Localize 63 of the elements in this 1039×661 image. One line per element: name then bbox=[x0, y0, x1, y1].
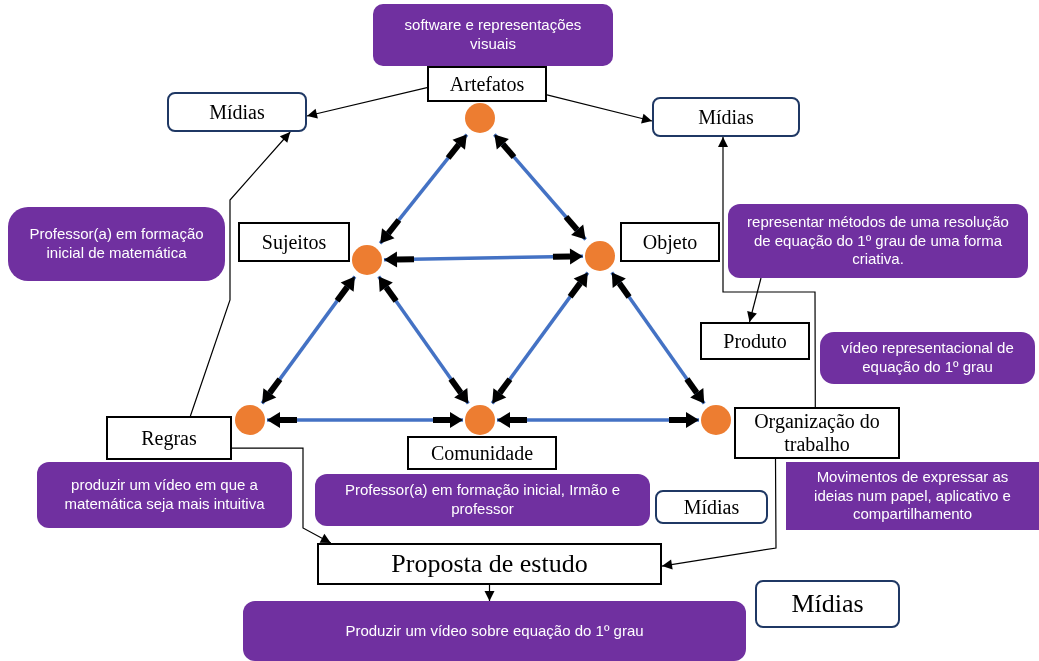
label-box bbox=[427, 66, 547, 102]
arrow bbox=[747, 277, 762, 323]
double-arrow bbox=[497, 412, 699, 428]
arrow bbox=[661, 458, 777, 570]
junction-dot bbox=[701, 405, 731, 435]
label-box bbox=[620, 222, 720, 262]
label-text: Mídias bbox=[683, 495, 740, 519]
label-text: Mídias bbox=[698, 105, 754, 129]
junction-dot bbox=[235, 405, 265, 435]
callout-box bbox=[315, 474, 650, 526]
label-text: Professor(a) em formação inicial de matemática bbox=[28, 225, 205, 263]
label-text: Mídias bbox=[791, 589, 864, 619]
double-arrow bbox=[267, 412, 463, 428]
label-box bbox=[317, 543, 662, 585]
arrow bbox=[189, 131, 291, 417]
double-arrow bbox=[378, 133, 469, 245]
label-text: representar métodos de uma resolução de equação do 1º grau de uma forma criativa. bbox=[746, 212, 1010, 270]
double-arrow bbox=[490, 271, 590, 405]
junction-dot bbox=[585, 241, 615, 271]
label-text: vídeo representacional de equação do 1º grau bbox=[840, 339, 1015, 377]
label-text: Regras bbox=[141, 426, 197, 450]
label-text: Objeto bbox=[642, 230, 698, 254]
callout-box bbox=[786, 462, 1039, 530]
junction-dot bbox=[352, 245, 382, 275]
label-box bbox=[734, 407, 900, 459]
label-box bbox=[106, 416, 232, 460]
label-text: Organização do trabalho bbox=[753, 410, 881, 456]
arrow bbox=[231, 447, 332, 544]
label-box bbox=[700, 322, 810, 360]
label-text: produzir um vídeo em que a matemática seja mais intuitiva bbox=[63, 476, 266, 514]
label-text: Artefatos bbox=[449, 72, 525, 96]
callout-box bbox=[820, 332, 1035, 384]
double-arrow bbox=[383, 248, 584, 268]
arrow bbox=[306, 87, 428, 119]
double-arrow bbox=[493, 133, 587, 241]
label-box bbox=[407, 436, 557, 470]
junction-dot bbox=[465, 405, 495, 435]
callout-box bbox=[728, 204, 1028, 278]
double-arrow bbox=[377, 275, 470, 405]
label-text: software e representações visuais bbox=[403, 16, 583, 54]
media-box bbox=[755, 580, 900, 628]
label-text: Produzir um vídeo sobre equação do 1º grau bbox=[345, 621, 644, 641]
label-text: Produto bbox=[723, 329, 787, 353]
label-text: Professor(a) em formação inicial, Irmão e professor bbox=[343, 481, 622, 519]
media-box bbox=[652, 97, 800, 137]
double-arrow bbox=[260, 275, 357, 405]
label-text: Mídias bbox=[209, 100, 265, 124]
label-text: Comunidade bbox=[430, 441, 534, 465]
callout-box bbox=[8, 207, 225, 281]
callout-box bbox=[37, 462, 292, 528]
callout-box bbox=[373, 4, 613, 66]
label-box bbox=[238, 222, 350, 262]
callout-box bbox=[243, 601, 746, 661]
label-text: Proposta de estudo bbox=[391, 549, 588, 579]
arrow bbox=[546, 94, 653, 124]
junction-dot bbox=[465, 103, 495, 133]
arrow bbox=[484, 584, 495, 602]
label-text: Movimentos de expressar as ideias num papel, aplicativo e compartilhamento bbox=[813, 467, 1012, 525]
arrow bbox=[718, 136, 816, 408]
media-box bbox=[167, 92, 307, 132]
double-arrow bbox=[610, 271, 706, 405]
media-box bbox=[655, 490, 768, 524]
label-text: Sujeitos bbox=[261, 230, 327, 254]
